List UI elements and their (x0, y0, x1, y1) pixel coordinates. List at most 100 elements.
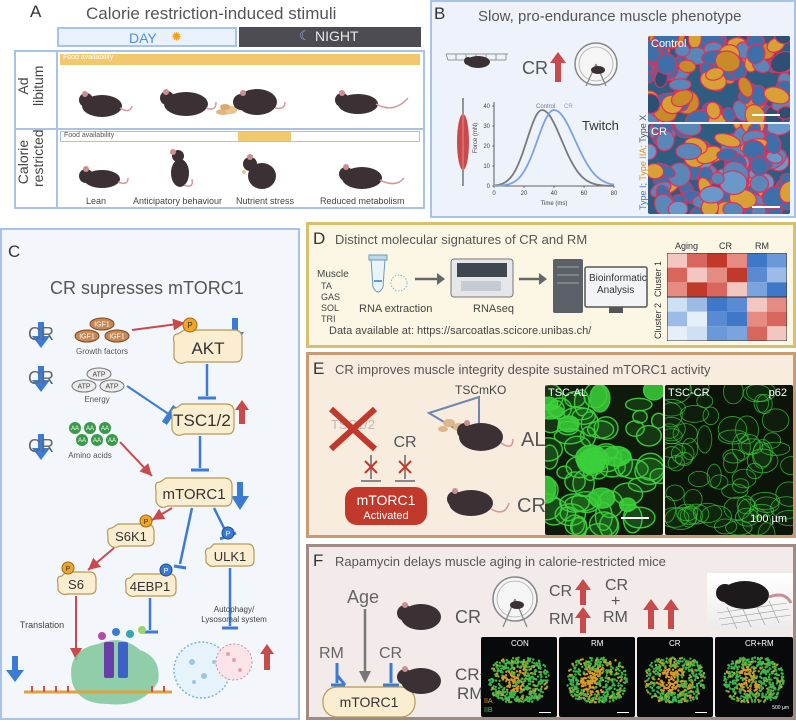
energy-label: Energy (84, 395, 109, 404)
section-con-scale (539, 712, 551, 713)
igf-3: IGF1 (109, 334, 125, 341)
rnaseq-label: RNAseq (473, 303, 514, 315)
tsc-al-label: TSC-AL (548, 387, 588, 399)
f-mouse-crrm-1: CR+ (455, 665, 490, 684)
twitch-label: Twitch (582, 118, 619, 133)
panel-e-letter: E (313, 359, 325, 378)
food-bar-2-fill (238, 132, 291, 141)
cr-fiber-image: CR (648, 124, 790, 214)
b-cr-label: CR (522, 58, 548, 78)
night-bar: ☾ NIGHT (239, 27, 421, 47)
p62-label: p62 (768, 387, 787, 399)
section-crrm: CR+RM 500 µm (715, 637, 793, 717)
moon-icon: ☾ (299, 28, 311, 43)
workflow-icons (368, 254, 648, 313)
panel-e: E CR improves muscle integrity despite s… (306, 352, 796, 538)
heatmap (667, 253, 787, 341)
heatmap-cell (747, 267, 767, 283)
food-label-1: Food availability (63, 54, 114, 61)
section-con: CON IIA IIB (481, 637, 557, 717)
panel-d-title: Distinct molecular signatures of CR and … (335, 232, 588, 247)
day-bar: DAY ✹ (57, 27, 237, 47)
mtor-pathway-diagram: IGF1 IGF1 IGF1 Growth factors ATP ATP AT… (6, 317, 274, 705)
e-activated: Activated (363, 510, 408, 522)
ulk1-p: P (226, 531, 231, 538)
heatmap-cell (667, 326, 687, 341)
heatmap-cell (667, 311, 687, 327)
aa-3: AA (101, 426, 109, 432)
data-available-label: Data available at: https://sarcoatlas.sc… (329, 325, 592, 337)
tscmko-label: TSCmKO (455, 383, 507, 397)
translation-label: Translation (20, 620, 64, 630)
autophagy-label-2: Lysosomal system (201, 615, 267, 624)
heatmap-cell (767, 282, 787, 297)
heatmap-cell (707, 253, 727, 268)
panel-b: B Slow, pro-endurance muscle phenotype C… (430, 0, 796, 218)
cr-label-1: CR (28, 324, 54, 344)
mouse-eating (216, 89, 286, 115)
heatmap-cell (687, 311, 707, 327)
hanging-wire-icon (445, 53, 508, 68)
panel-c-letter: C (8, 242, 21, 261)
heatmap-cell (747, 297, 767, 312)
mouse-cr-lean (79, 166, 129, 188)
heatmap-cell (707, 282, 727, 297)
panel-a-letter: A (30, 2, 42, 21)
f-mouse-crrm-2: RM (457, 684, 484, 703)
atp-1: ATP (92, 372, 105, 379)
f-up-arrows (575, 579, 679, 633)
cr-label-3: CR (28, 436, 54, 456)
row1-label-l2: libitum (30, 65, 46, 106)
heatmap-cell (687, 326, 707, 341)
bio-analysis-2: Analysis (597, 285, 635, 296)
heatmap-cell (707, 311, 727, 327)
amino-acids-label: Amino acids (68, 451, 112, 460)
iib-label: IIB (484, 707, 493, 714)
fiber-type-label: Type I; Type IIA; Type X (638, 115, 648, 210)
igf-1: IGF1 (94, 322, 110, 329)
panel-b-title: Slow, pro-endurance muscle phenotype (478, 8, 742, 25)
tsc-ko-diagram: TSC1/2 CR mTORC1 Activated (328, 395, 514, 525)
grid-cr2: CR (605, 577, 629, 594)
heatmap-cell (687, 282, 707, 297)
caption-lean: Lean (86, 196, 107, 206)
row2-label-l2: restricted (30, 129, 46, 187)
twitch-ytick: 30 (483, 124, 490, 130)
f-age-label: Age (347, 587, 380, 607)
heatmap-cell (747, 282, 767, 297)
4ebp1-p: P (164, 568, 169, 575)
mouse-lean-2 (160, 89, 217, 116)
heatmap-cell (707, 326, 727, 341)
panel-c: C CR supresses mTORC1 IGF1 IGF1 IG (0, 228, 300, 720)
heatmap-cell (667, 297, 687, 312)
aa-1: AA (71, 426, 79, 432)
panel-a: A Calorie restriction-induced stimuli DA… (0, 0, 425, 218)
panel-d-letter: D (313, 229, 326, 248)
mouse-lean-1 (79, 91, 133, 117)
tsc-node: TSC1/2 (173, 411, 231, 430)
muscle-sol: SOL (321, 303, 340, 313)
control-image-label: Control (651, 38, 687, 50)
muscle-label: Muscle (317, 269, 349, 280)
twitch-xlabel: Time (ms) (541, 201, 568, 207)
panel-d: D Distinct molecular signatures of CR an… (306, 222, 796, 348)
twitch-ylabel: Force (mN) (473, 123, 479, 153)
panel-f-letter: F (313, 551, 324, 570)
mtorc1-node: mTORC1 (162, 486, 225, 503)
legend-cr: CR (564, 104, 573, 110)
twitch-xtick: 60 (581, 191, 588, 197)
grid-rm: RM (549, 611, 574, 628)
akt-node: AKT (191, 339, 224, 358)
day-label: DAY (129, 30, 157, 46)
panel-f: F Rapamycin delays muscle aging in calor… (306, 544, 796, 720)
section-crrm-label: CR+RM (745, 639, 774, 648)
cr-label-2: CR (28, 368, 54, 388)
control-scale-bar (752, 114, 780, 116)
twitch-cr-curve (494, 109, 615, 187)
f-scale-label: 500 µm (772, 705, 789, 711)
s6k1-node: S6K1 (115, 529, 147, 544)
mouse-anticipatory (170, 149, 194, 187)
panel-b-letter: B (434, 4, 446, 23)
row1-label: Ad libitum (15, 65, 46, 106)
f-mouse-cr: CR (455, 607, 481, 627)
